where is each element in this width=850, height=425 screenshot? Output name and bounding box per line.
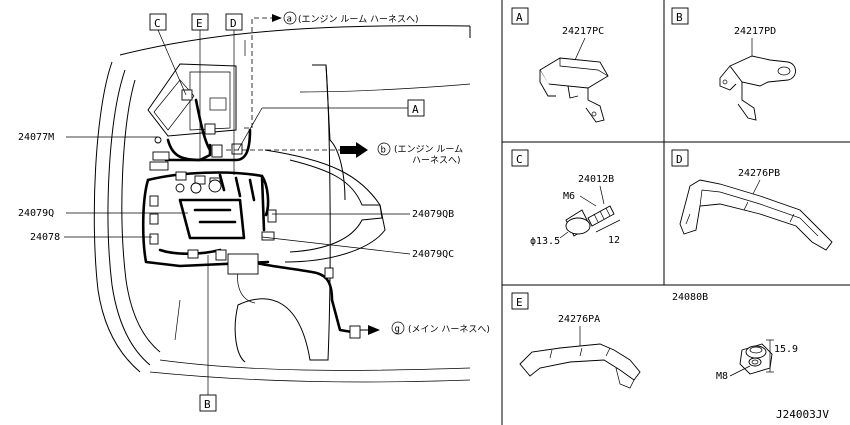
callout-E: E xyxy=(191,13,209,160)
connection-g: g (メイン ハーネスへ) xyxy=(360,321,490,335)
panel-C: C 24012B M6 ϕ13.5 12 xyxy=(511,149,621,247)
bracket-24276PB xyxy=(679,179,833,251)
part-24217PC: 24217PC xyxy=(562,26,604,37)
label-24079QB: 24079QB xyxy=(272,209,454,220)
svg-text:B: B xyxy=(676,11,683,24)
connection-g-circle-label: g xyxy=(395,325,400,335)
part-24080B: 24080B xyxy=(672,292,708,303)
harness-connectors xyxy=(149,89,361,339)
svg-text:C: C xyxy=(516,153,523,166)
part-24276PB: 24276PB xyxy=(738,168,780,179)
connection-b-text-1: (エンジン ルーム xyxy=(394,144,463,155)
part-24012B: 24012B xyxy=(578,174,614,185)
callout-B: B xyxy=(199,255,217,412)
vehicle-body-outline xyxy=(93,25,471,383)
svg-text:A: A xyxy=(516,11,523,24)
nut-24080B xyxy=(739,343,773,375)
part-24276PA: 24276PA xyxy=(558,314,600,325)
callout-C-letter: C xyxy=(154,17,161,30)
bolt-length: 12 xyxy=(608,235,620,246)
callout-E-letter: E xyxy=(196,17,203,30)
part-24217PD: 24217PD xyxy=(734,26,776,37)
nut-thread-M8: M8 xyxy=(716,371,728,382)
panel-B: B 24217PD xyxy=(671,7,796,121)
panel-E: E 24276PA xyxy=(511,292,641,389)
nut-height: 15.9 xyxy=(774,344,798,355)
clip-24217PC xyxy=(539,57,609,89)
callout-C: C xyxy=(149,13,187,96)
connection-b-text-2: ハーネスへ) xyxy=(412,155,461,166)
panel-grid xyxy=(501,0,850,425)
connection-b: b (エンジン ルーム ハーネスへ) xyxy=(226,142,463,166)
connection-b-circle-label: b xyxy=(381,146,386,156)
washer-diameter: ϕ13.5 xyxy=(530,236,560,247)
callout-B-letter: B xyxy=(204,398,211,411)
svg-text:24078: 24078 xyxy=(30,232,60,243)
svg-text:24077M: 24077M xyxy=(18,132,54,143)
callout-D-letter: D xyxy=(230,17,237,30)
label-24079Q: 24079Q xyxy=(18,208,188,219)
callout-A-letter: A xyxy=(412,103,419,116)
svg-text:24079QB: 24079QB xyxy=(412,209,454,220)
bracket-24276PA xyxy=(519,343,641,381)
callout-D: D xyxy=(225,13,243,175)
callout-A: A xyxy=(237,99,425,151)
diagram-id: J24003JV xyxy=(776,408,829,421)
connection-g-text: (メイン ハーネスへ) xyxy=(408,324,490,335)
label-24078: 24078 xyxy=(30,232,152,243)
panel-A: A 24217PC xyxy=(511,7,609,123)
bolt-24012B xyxy=(565,205,615,237)
clip-24217PD xyxy=(729,55,796,87)
svg-text:24079QC: 24079QC xyxy=(412,249,454,260)
panel-F: 24080B 15.9 M8 xyxy=(672,292,798,382)
svg-text:D: D xyxy=(676,153,683,166)
connection-a-circle-label: a xyxy=(287,15,292,25)
main-harness xyxy=(141,98,354,334)
battery-tray-outline xyxy=(147,63,237,137)
label-24077M: 24077M xyxy=(18,132,158,143)
bolt-size-M6: M6 xyxy=(563,191,575,202)
connection-a: a (エンジン ルーム ハーネスへ) xyxy=(244,11,418,129)
svg-text:24079Q: 24079Q xyxy=(18,208,54,219)
panel-D: D 24276PB xyxy=(671,149,833,251)
label-24079QC: 24079QC xyxy=(261,236,454,260)
connection-a-text: (エンジン ルーム ハーネスへ) xyxy=(298,14,418,25)
svg-text:E: E xyxy=(516,296,523,309)
